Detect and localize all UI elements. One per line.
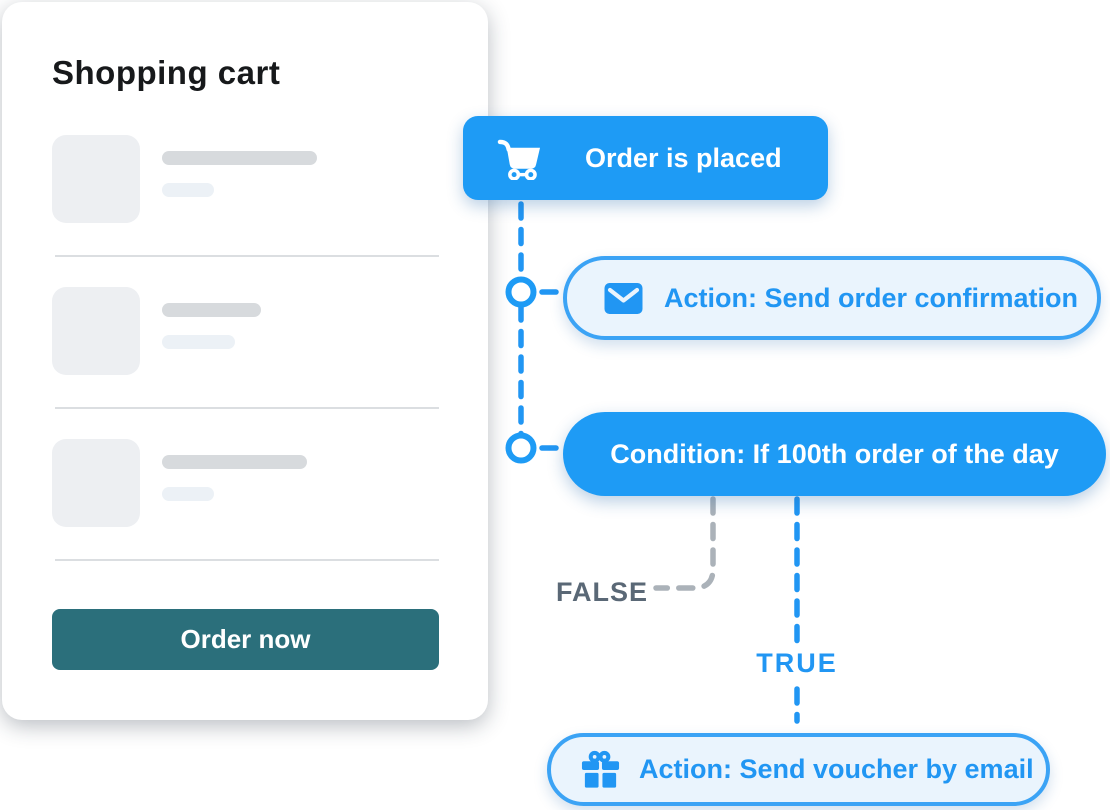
connector-node bbox=[505, 276, 537, 308]
product-image-placeholder bbox=[52, 135, 140, 223]
branch-true-label: TRUE bbox=[756, 648, 838, 678]
false-branch-dashed-line bbox=[653, 496, 716, 591]
branch-false-label: FALSE bbox=[556, 577, 649, 607]
connector-node bbox=[505, 432, 537, 464]
trigger-label: Order is placed bbox=[585, 142, 782, 173]
product-title-placeholder bbox=[162, 303, 261, 317]
product-subtitle-placeholder bbox=[162, 487, 214, 501]
cart-item bbox=[52, 439, 307, 527]
envelope-icon bbox=[604, 282, 643, 314]
condition-node-100th-order[interactable]: Condition: If 100th order of the day bbox=[563, 412, 1106, 496]
order-now-button[interactable]: Order now bbox=[52, 609, 439, 670]
action-confirmation-label: Action: Send order confirmation bbox=[664, 282, 1079, 313]
product-text-placeholders bbox=[162, 135, 317, 223]
cart-item bbox=[52, 287, 261, 375]
product-title-placeholder bbox=[162, 455, 307, 469]
product-subtitle-placeholder bbox=[162, 335, 235, 349]
product-text-placeholders bbox=[162, 439, 307, 527]
product-image-placeholder bbox=[52, 439, 140, 527]
action-voucher-label: Action: Send voucher by email bbox=[639, 754, 1034, 784]
product-title-placeholder bbox=[162, 151, 317, 165]
product-image-placeholder bbox=[52, 287, 140, 375]
condition-label: Condition: If 100th order of the day bbox=[610, 438, 1059, 469]
product-text-placeholders bbox=[162, 287, 261, 375]
cart-icon bbox=[497, 139, 541, 180]
product-subtitle-placeholder bbox=[162, 183, 214, 197]
action-node-send-voucher[interactable]: Action: Send voucher by email bbox=[547, 733, 1050, 806]
cart-item bbox=[52, 135, 317, 223]
cart-title: Shopping cart bbox=[52, 54, 281, 91]
action-node-send-confirmation[interactable]: Action: Send order confirmation bbox=[563, 256, 1101, 340]
gift-icon bbox=[581, 750, 620, 788]
shopping-cart-card: Shopping cart Order now bbox=[2, 2, 488, 720]
divider bbox=[55, 255, 439, 257]
trigger-node-order-placed[interactable]: Order is placed bbox=[463, 116, 828, 200]
divider bbox=[55, 559, 439, 561]
divider bbox=[55, 407, 439, 409]
